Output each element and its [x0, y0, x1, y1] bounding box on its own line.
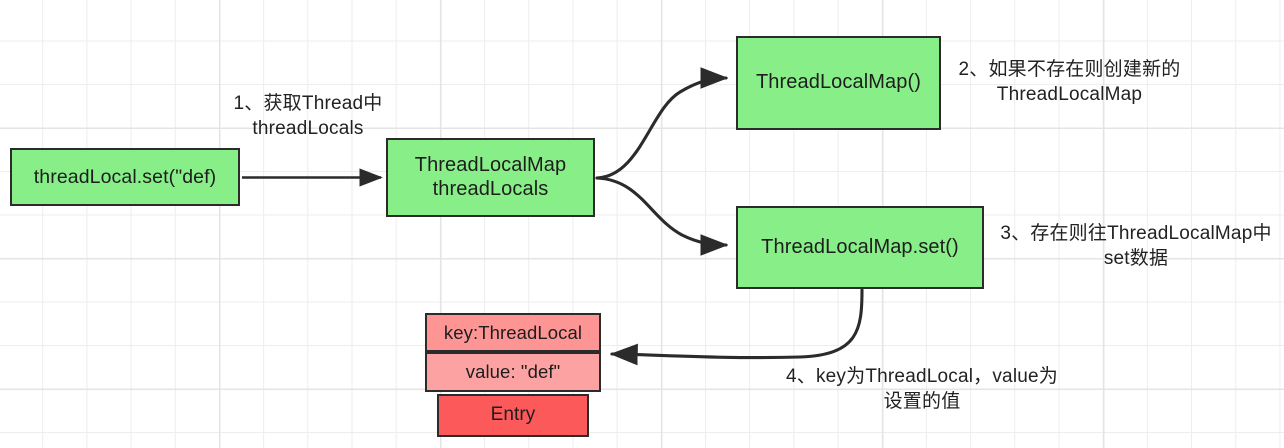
node-entry-key-row[interactable]: key:ThreadLocal [425, 313, 601, 352]
edge-threadlocals-to-set [595, 176, 729, 256]
annotation-step-4: 4、key为ThreadLocal，value为 设置的值 [786, 366, 1058, 412]
node-threadlocalmap-threadlocals[interactable]: ThreadLocalMap threadLocals [386, 138, 595, 217]
edge-threadlocals-to-new [595, 67, 729, 180]
node-threadlocalmap-set[interactable]: ThreadLocalMap.set() [736, 206, 984, 289]
annotation-step-2: 2、如果不存在则创建新的 ThreadLocalMap [958, 59, 1181, 105]
node-entry-label[interactable]: Entry [437, 394, 589, 437]
edge-set-to-entry [609, 288, 864, 366]
annotation-step-1: 1、获取Thread中 threadLocals [233, 93, 383, 139]
annotation-step-3: 3、存在则往ThreadLocalMap中 set数据 [1000, 223, 1272, 269]
node-threadlocal-set-call[interactable]: threadLocal.set("def) [10, 148, 240, 206]
node-entry-value-row[interactable]: value: "def" [425, 352, 601, 392]
node-threadlocalmap-constructor[interactable]: ThreadLocalMap() [736, 36, 941, 130]
